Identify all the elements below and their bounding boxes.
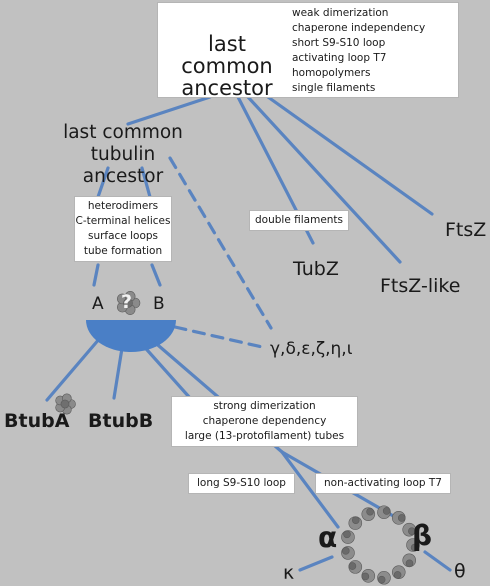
root-trait-list: weak dimerization chaperone independency… [292,6,425,96]
eukaryote-trait: large (13-protofilament) tubes [184,430,345,442]
leaf-theta: θ [454,560,466,582]
eukaryote-trait: strong dimerization [213,400,316,412]
leaf-ftsz-like: FtsZ-like [380,275,461,297]
dimer-label-b: B [153,294,165,314]
tubulin-ancestor-label: last common tubulin ancestor [63,122,183,187]
branch-box-right [150,263,162,287]
leaf-beta: β [412,519,433,552]
tubulin-trait: tube formation [83,245,163,257]
branch-box-left [92,263,100,287]
root-box: last common ancestor weak dimerization c… [157,2,459,100]
root-trait: short S9-S10 loop [292,37,386,49]
tubulin-trait-box: heterodimers C-terminal helices surface … [74,196,172,262]
branch-btuba [45,336,102,402]
branch-tub-right [140,166,152,199]
root-trait: chaperone independency [292,22,426,34]
root-trait: activating loop T7 [292,52,387,64]
btub-protein-icon [55,393,76,415]
branch-btubb [112,340,125,400]
branch-dashed-node [173,325,264,349]
ancestor-node [86,320,176,352]
leaf-btuba: BtubA [4,410,70,432]
dimer-label-a: A [92,294,104,314]
root-trait: weak dimerization [292,7,389,19]
root-trait: single filaments [292,82,376,94]
branch-dashed-tubulin [168,156,273,330]
leaf-btubb: BtubB [88,410,154,432]
dimer-question-mark: ? [121,291,133,313]
tubulin-trait: surface loops [87,230,159,242]
branch-tub-left [96,166,110,199]
branch-root-ftsz [266,95,434,216]
leaf-kappa: κ [283,562,295,584]
leaf-other-tubulins: γ,δ,ε,ζ,η,ι [270,339,353,359]
branch-alpha-kappa [298,555,334,572]
branch-beta-theta [423,550,452,572]
leaf-tubz: TubZ [293,258,339,280]
branch-root-tubulin [126,95,212,126]
tubulin-trait: C-terminal helices [75,215,171,227]
microtubule-ring-icon [341,505,420,585]
double-filaments-box: double filaments [249,210,350,231]
branch-eukaryote [138,340,192,400]
eukaryote-trait-box: strong dimerization chaperone dependency… [171,396,358,447]
branch-to-alpha [280,450,340,529]
branch-root-ftsz-like [246,95,402,264]
root-title: last common ancestor [181,32,273,100]
leaf-alpha: α [318,521,338,554]
eukaryote-trait: chaperone dependency [202,415,327,427]
root-trait: homopolymers [292,67,371,79]
question-protein-icon [117,291,141,315]
alpha-branch-box: long S9-S10 loop [188,473,295,494]
beta-branch-box: non-activating loop T7 [315,473,451,494]
leaf-ftsz: FtsZ [445,219,487,241]
tubulin-trait: heterodimers [87,200,159,212]
